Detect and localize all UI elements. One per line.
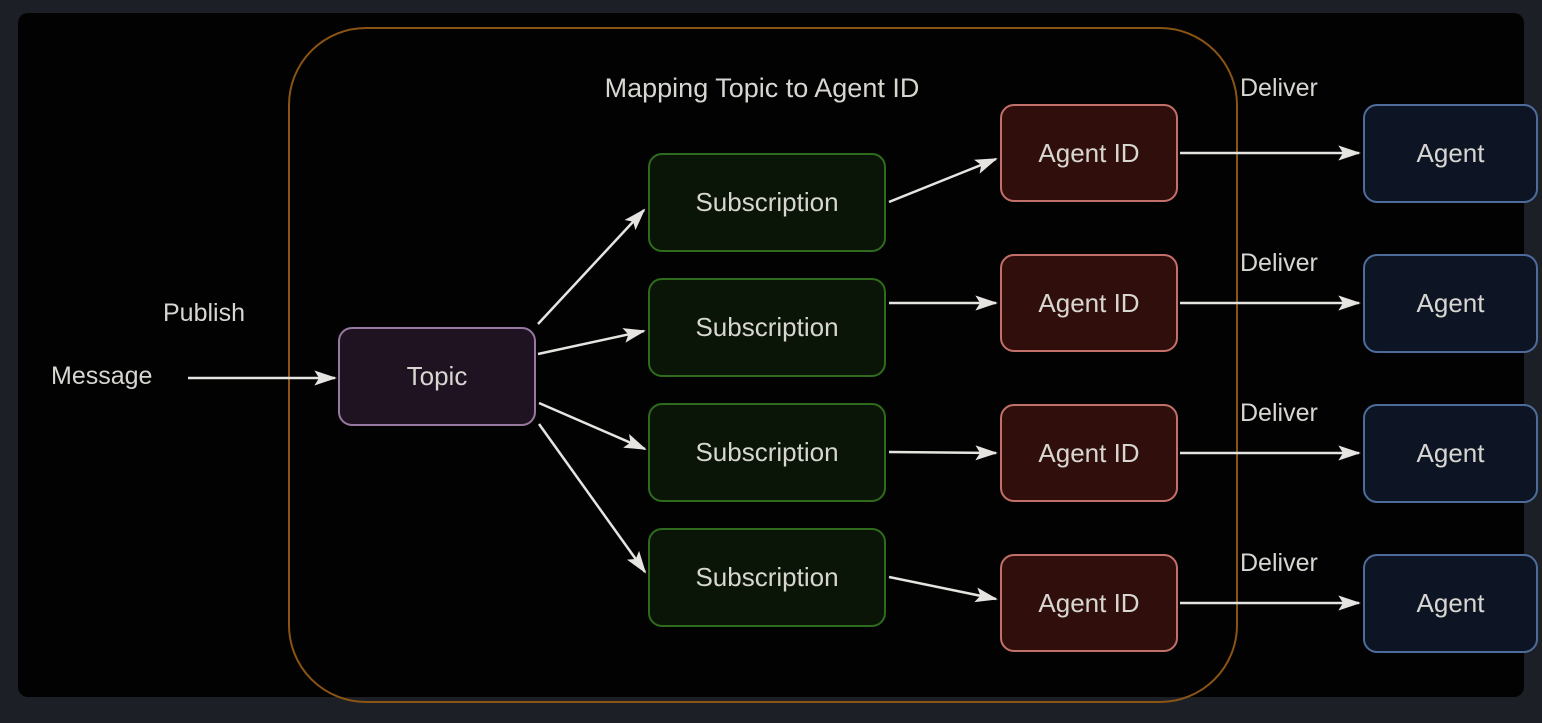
agent-id-node-2: Agent ID	[1000, 254, 1178, 352]
agent-id-node-4: Agent ID	[1000, 554, 1178, 652]
agent-id-node-1: Agent ID	[1000, 104, 1178, 202]
mapping-group-container	[288, 27, 1238, 703]
message-label: Message	[51, 362, 153, 390]
group-title: Mapping Topic to Agent ID	[604, 73, 920, 103]
deliver-edge-label-2: Deliver	[1240, 249, 1318, 277]
agent-node-1: Agent	[1363, 104, 1538, 203]
subscription-node-2: Subscription	[648, 278, 886, 377]
publish-edge-label: Publish	[163, 299, 245, 327]
subscription-node-1: Subscription	[648, 153, 886, 252]
diagram-canvas: Mapping Topic to Agent ID Message Publis…	[18, 13, 1538, 703]
deliver-edge-label-3: Deliver	[1240, 399, 1318, 427]
subscription-node-4: Subscription	[648, 528, 886, 627]
deliver-edge-label-1: Deliver	[1240, 74, 1318, 102]
agent-node-3: Agent	[1363, 404, 1538, 503]
deliver-edge-label-4: Deliver	[1240, 549, 1318, 577]
agent-id-node-3: Agent ID	[1000, 404, 1178, 502]
topic-node: Topic	[338, 327, 536, 426]
agent-node-2: Agent	[1363, 254, 1538, 353]
agent-node-4: Agent	[1363, 554, 1538, 653]
subscription-node-3: Subscription	[648, 403, 886, 502]
